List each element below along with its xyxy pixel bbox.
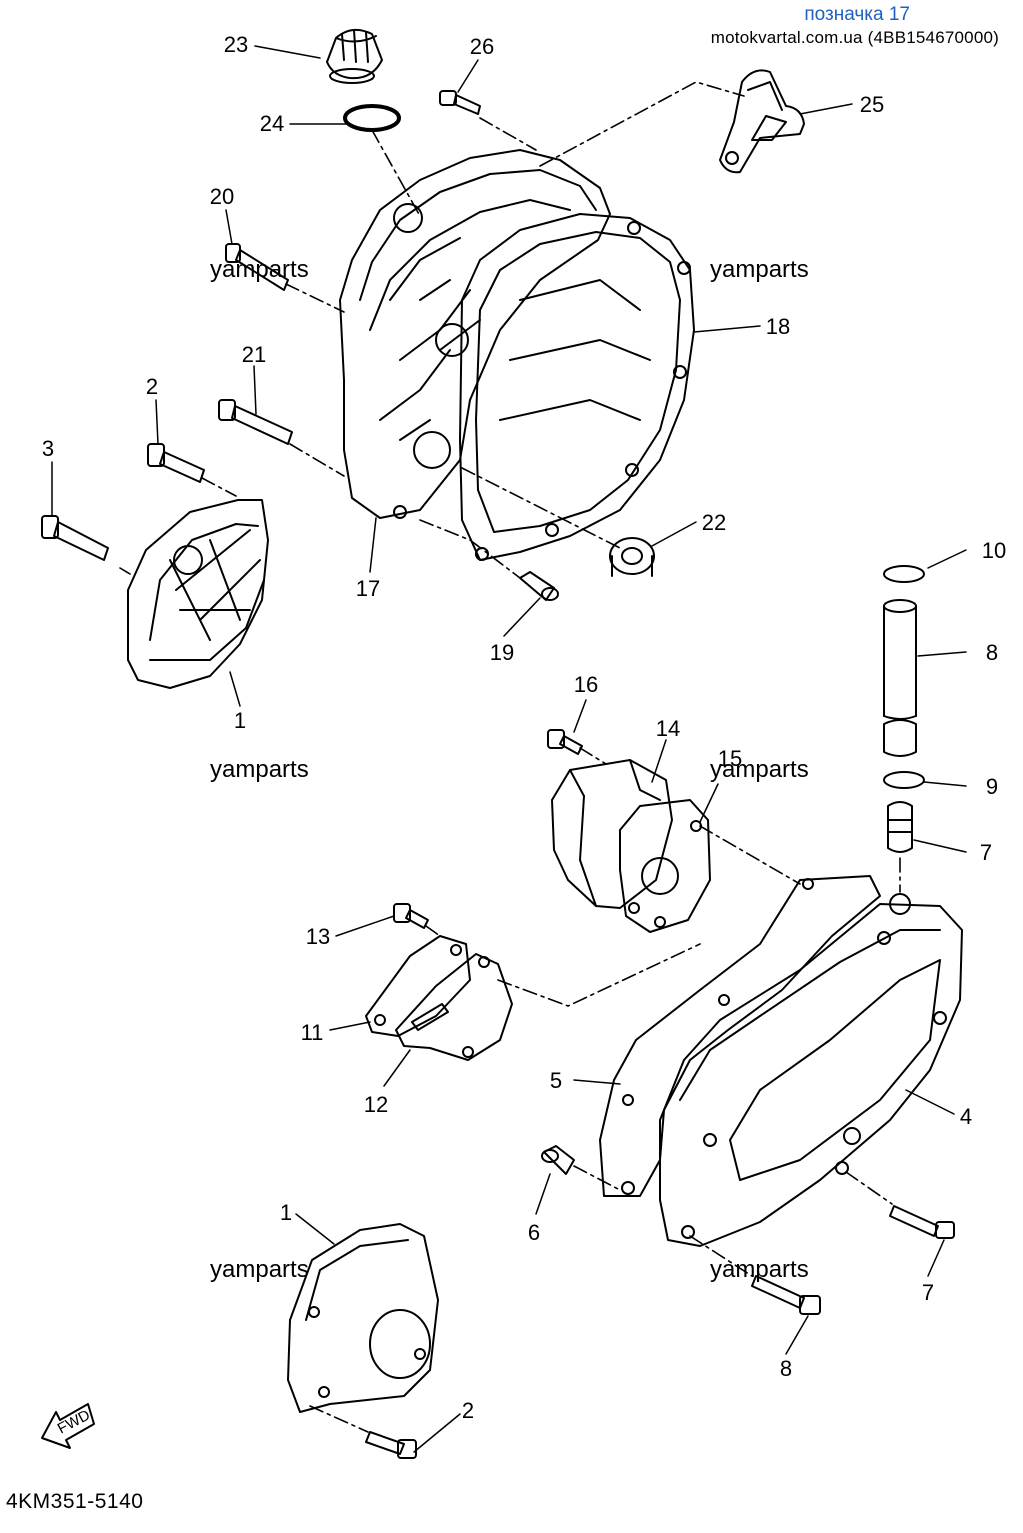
pump-housing	[551, 759, 673, 909]
watermark-4: yamparts	[710, 756, 809, 783]
header-site: motokvartal.com.ua (4BB154670000)	[710, 28, 999, 47]
callout-2-upper: 2	[146, 374, 158, 399]
callout-11: 9	[986, 774, 998, 799]
callout-2-lower: 2	[462, 1398, 474, 1423]
callout-9: 7	[980, 840, 992, 865]
callout-6: 6	[528, 1220, 540, 1245]
union-fitting	[887, 801, 913, 853]
callout-3: 3	[42, 436, 54, 461]
bracket	[719, 69, 805, 174]
callout-15: 13	[306, 924, 330, 949]
bolt-23	[218, 399, 293, 445]
callout-26: 24	[260, 111, 284, 136]
callout-4: 4	[960, 1104, 972, 1129]
callout-1-lower: 1	[280, 1200, 292, 1225]
outer-cover-lower	[287, 1223, 439, 1413]
callout-eight: 8	[780, 1356, 792, 1381]
alignment-lines	[119, 81, 901, 1433]
callout-18: 16	[574, 672, 598, 697]
dowel-pin-6	[541, 1145, 575, 1175]
bolt-22	[225, 243, 289, 291]
callout-10: 8	[986, 640, 998, 665]
watermark-2: yamparts	[710, 256, 809, 283]
diagram-code: 4KM351-5140	[6, 1490, 144, 1513]
callout-19: 17	[356, 576, 380, 601]
callout-22: 20	[210, 184, 234, 209]
bolt-2-lower	[365, 1431, 417, 1459]
bolt-2-upper	[147, 443, 205, 483]
bolt-28	[439, 90, 481, 115]
callout-23: 21	[242, 342, 266, 367]
callout-17: 15	[718, 746, 742, 771]
callout-21: 19	[490, 640, 514, 665]
clutch-cover	[339, 149, 611, 519]
generator-cover	[659, 893, 963, 1247]
watermark-3: yamparts	[210, 756, 309, 783]
bolt-15	[393, 903, 429, 929]
hose	[883, 599, 917, 757]
callout-24: 22	[702, 510, 726, 535]
clip-11	[883, 771, 925, 789]
bolt-18	[547, 729, 583, 755]
callout-extra: 7 8	[780, 1280, 934, 1381]
fwd-arrow	[41, 1403, 95, 1449]
clutch-cover-gasket	[459, 213, 695, 561]
bolt-3	[41, 515, 109, 561]
cover-plate	[365, 935, 471, 1037]
plug	[609, 537, 655, 577]
oil-filler-cap	[326, 28, 383, 84]
callout-13: 11	[301, 1020, 324, 1045]
header-title[interactable]: позначка 17	[804, 4, 910, 25]
leader-lines	[51, 45, 967, 1453]
callout-20: 18	[766, 314, 790, 339]
callout-28: 26	[470, 34, 494, 59]
callout-5: 5	[550, 1068, 562, 1093]
dowel-pin-21	[519, 571, 559, 601]
bolt-7	[889, 1205, 955, 1239]
callout-1-upper: 1	[234, 708, 246, 733]
bolt-8	[751, 1275, 821, 1315]
callout-25: 23	[224, 32, 248, 57]
callout-seven: 7	[922, 1280, 934, 1305]
pump-gasket	[619, 799, 711, 933]
callout-14: 12	[364, 1092, 388, 1117]
callout-16: 14	[656, 716, 680, 741]
callout-12: 10	[982, 538, 1006, 563]
generator-cover-gasket	[599, 875, 881, 1197]
watermark-5: yamparts	[210, 1256, 309, 1283]
outer-cover-upper	[127, 499, 269, 689]
callout-27: 25	[860, 92, 884, 117]
o-ring	[343, 104, 401, 132]
cover-plate-gasket	[395, 953, 513, 1061]
clip-12	[883, 565, 925, 583]
